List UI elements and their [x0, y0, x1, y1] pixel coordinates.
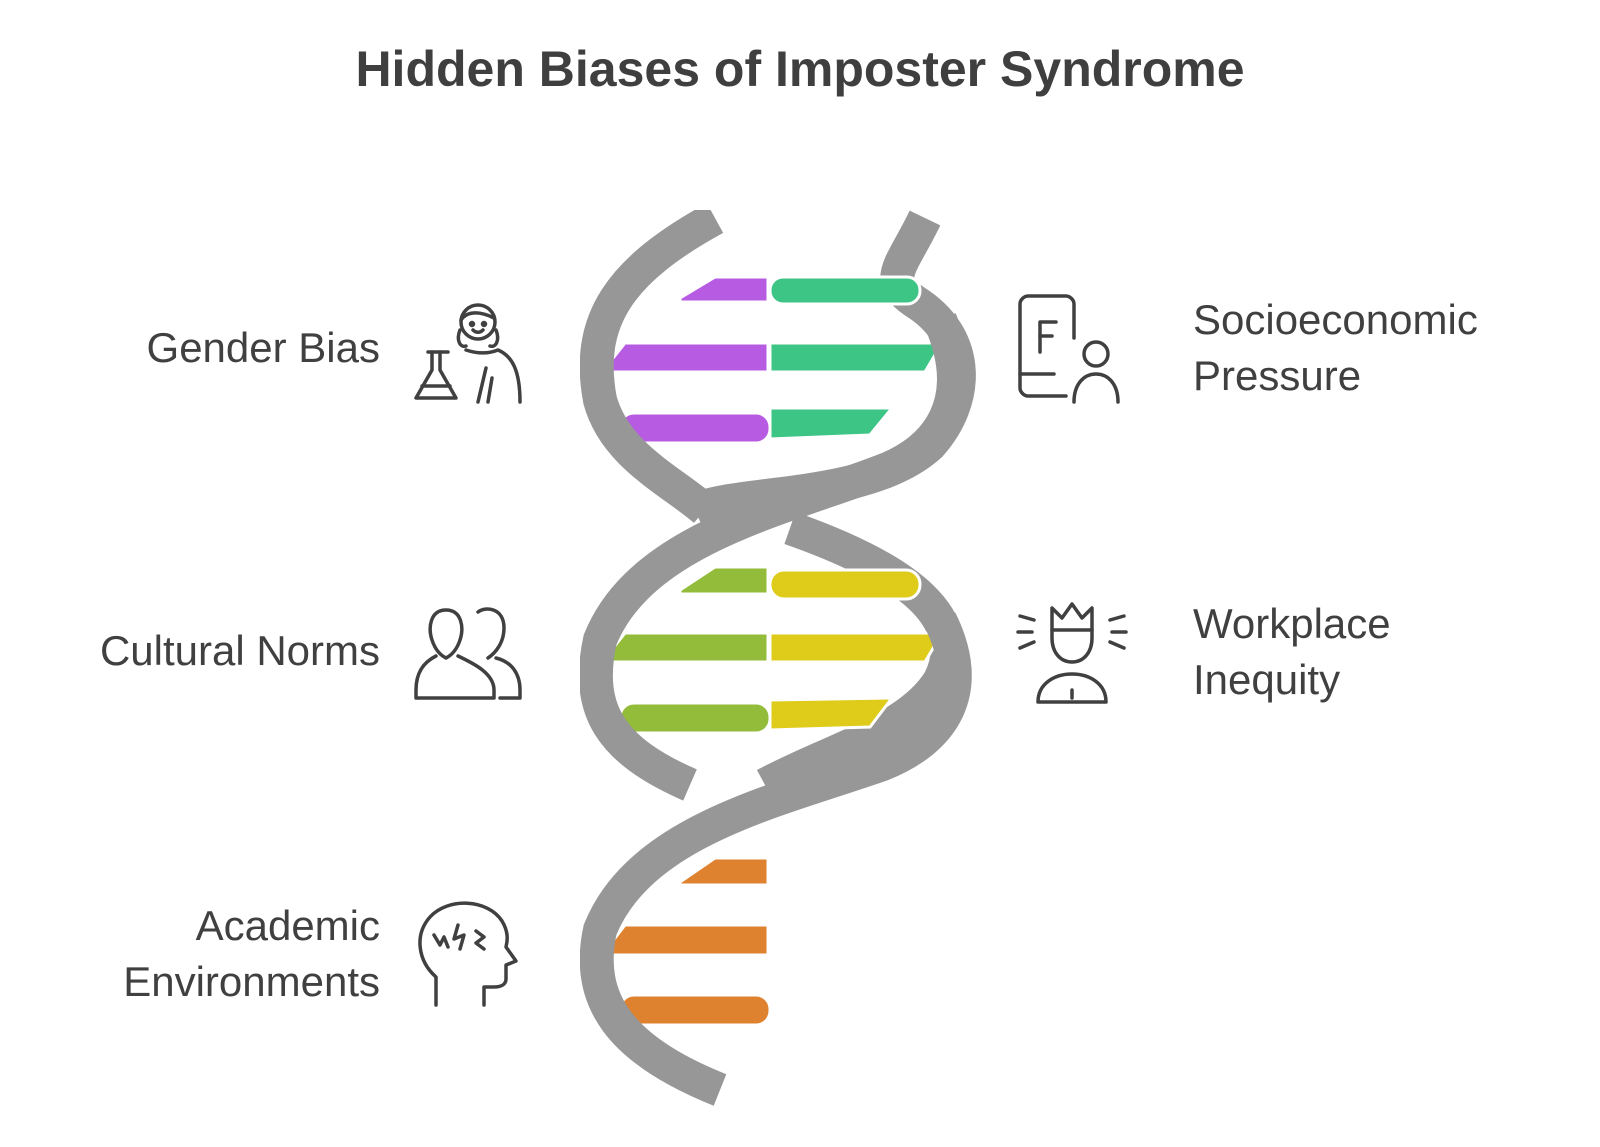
stressed-head-icon: [408, 895, 528, 1015]
rung-gender-1: [678, 275, 770, 304]
label-cultural-norms: Cultural Norms: [99, 627, 380, 674]
helix-strand-front: [580, 612, 972, 1106]
rung-socio-3: [768, 406, 896, 441]
rung-workplace-2: [768, 631, 945, 664]
rung-gender-3: [618, 411, 772, 445]
dna-helix-graphic: [580, 210, 976, 1106]
rung-socio-2: [768, 341, 945, 374]
rung-academic-1: [678, 856, 770, 887]
rung-workplace-1: [768, 568, 922, 601]
people-group-icon: [408, 600, 528, 720]
crowned-person-icon: [1010, 594, 1130, 714]
helix-strand-front: [580, 313, 971, 801]
rung-workplace-3: [768, 696, 896, 732]
rung-socio-1: [768, 275, 922, 306]
helix-strand-front: [580, 210, 724, 524]
rung-cultural-1: [678, 565, 770, 596]
female-scientist-icon: [408, 290, 528, 410]
rung-group-gender-socioeconomic: [598, 275, 945, 445]
label-gender-bias: Gender Bias: [146, 324, 380, 371]
document-person-icon: [1010, 290, 1130, 410]
rung-cultural-3: [618, 701, 772, 735]
page-title: Hidden Biases of Imposter Syndrome: [355, 41, 1245, 97]
label-workplace-inequity: Workplace Inequity: [1193, 600, 1391, 703]
label-socioeconomic-pressure: Socioeconomic Pressure: [1193, 296, 1478, 399]
rung-gender-2: [598, 341, 770, 374]
rung-group-academic: [598, 856, 772, 1027]
rung-academic-3: [618, 993, 772, 1027]
rung-academic-2: [598, 923, 770, 957]
rung-cultural-2: [598, 631, 770, 664]
label-academic-environments: Academic Environments: [123, 902, 380, 1005]
rung-group-cultural-workplace: [598, 565, 945, 735]
